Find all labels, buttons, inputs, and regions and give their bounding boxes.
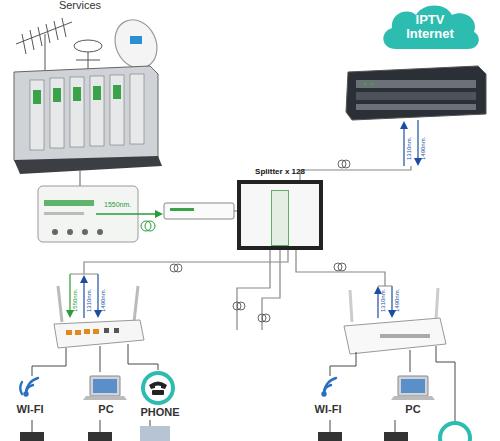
device-label: PC [405, 404, 420, 415]
olt-chassis [346, 66, 486, 120]
node-heading: Services [40, 0, 120, 12]
arrow-head [155, 210, 163, 218]
wavelength-label: 1310nm. [86, 289, 92, 312]
cloud-label: IPTV Internet [398, 2, 462, 40]
wavelength-label: 1490nm. [420, 137, 426, 160]
cloud-node: IPTV Internet [378, 2, 482, 50]
fiber-coil [170, 263, 346, 322]
laptop-icon [83, 376, 127, 400]
splitter-body [237, 180, 323, 250]
wdm-coupler [164, 203, 234, 219]
wavelength-label: 1550nm. [72, 289, 78, 312]
drop-fibers [84, 250, 385, 330]
device-label: WI-FI [17, 404, 44, 415]
headend-node: Services [40, 0, 120, 14]
fiber-line [96, 213, 160, 215]
satellite-dish [107, 13, 164, 75]
wavelength-label: 1310nm. [406, 137, 412, 160]
wifi-icon [20, 378, 38, 396]
device-label: WI-FI [315, 404, 342, 415]
ont-router [344, 288, 446, 354]
headend-rack [14, 66, 162, 186]
laptop-icon [391, 376, 435, 400]
phone-icon [438, 421, 472, 441]
wavelength-label: 1310nm. [380, 289, 386, 312]
wavelength-label: 1490nm. [100, 289, 106, 312]
ont-router [54, 286, 144, 348]
splitter-panel [271, 190, 289, 246]
wifi-icon [323, 378, 337, 396]
wavelength-label: 1550nm. [104, 201, 131, 208]
fiber-coil [141, 221, 155, 231]
ont-fibers [66, 274, 102, 318]
splitter-box: Splitter x 128 [237, 168, 323, 250]
antenna-group [16, 18, 102, 70]
device-icons [20, 426, 408, 441]
phone-icon [141, 371, 175, 405]
device-label: PHONE [140, 407, 179, 418]
wavelength-label: 1490nm. [394, 289, 400, 312]
node-heading: Splitter x 128 [237, 168, 323, 176]
device-label: PC [98, 404, 113, 415]
ont-fibers [374, 286, 396, 318]
device-wires [32, 344, 455, 441]
olt-fibers [300, 120, 422, 182]
